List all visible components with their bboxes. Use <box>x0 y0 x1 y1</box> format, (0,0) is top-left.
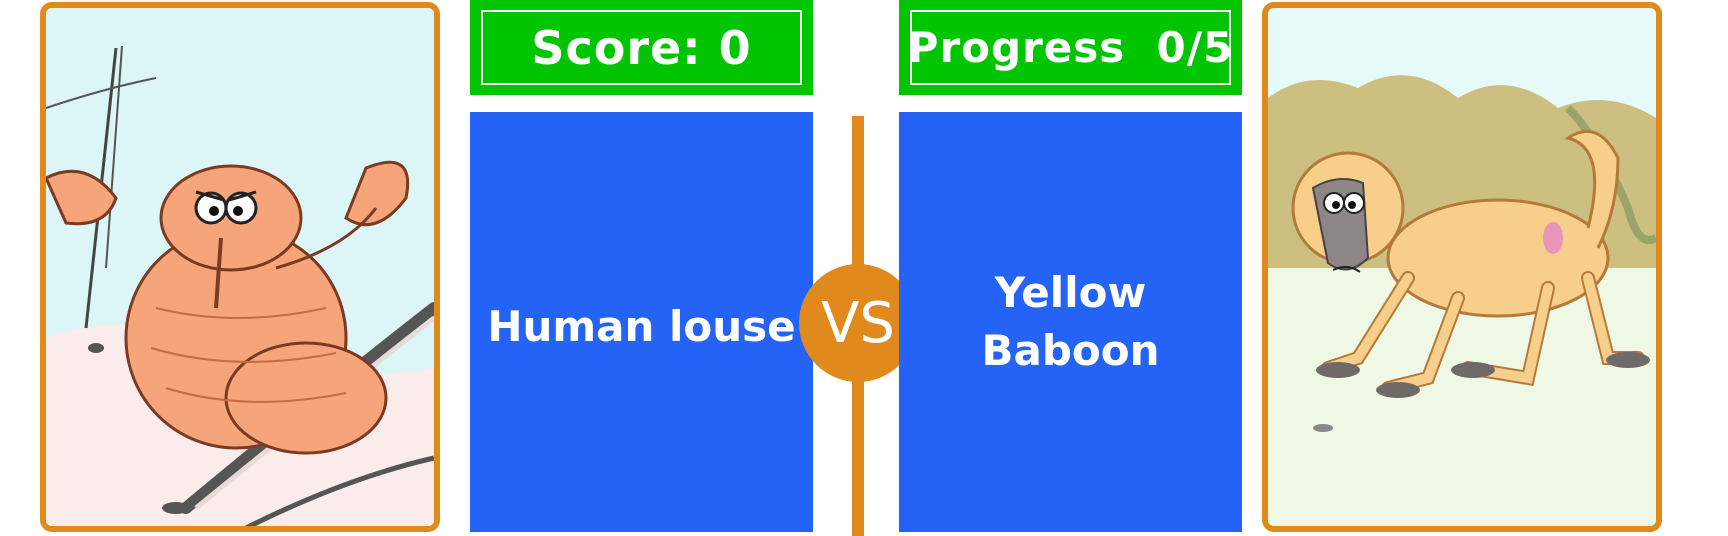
yellow-baboon-illustration <box>1268 8 1656 526</box>
human-louse-illustration <box>46 8 434 526</box>
right-animal-card[interactable] <box>1262 2 1662 532</box>
right-choice-button[interactable]: Yellow Baboon <box>899 112 1242 532</box>
vs-label: VS <box>821 290 895 356</box>
progress-label: Progress 0/5 <box>908 10 1232 85</box>
left-choice-label: Human louse <box>487 302 796 351</box>
vs-badge: VS <box>799 264 917 382</box>
score-display: Score: 0 <box>470 0 813 95</box>
score-label: Score: 0 <box>481 10 802 85</box>
progress-display: Progress 0/5 <box>899 0 1242 95</box>
left-choice-button[interactable]: Human louse <box>470 112 813 532</box>
left-animal-card[interactable] <box>40 2 440 532</box>
right-choice-label: Yellow Baboon <box>981 268 1160 375</box>
